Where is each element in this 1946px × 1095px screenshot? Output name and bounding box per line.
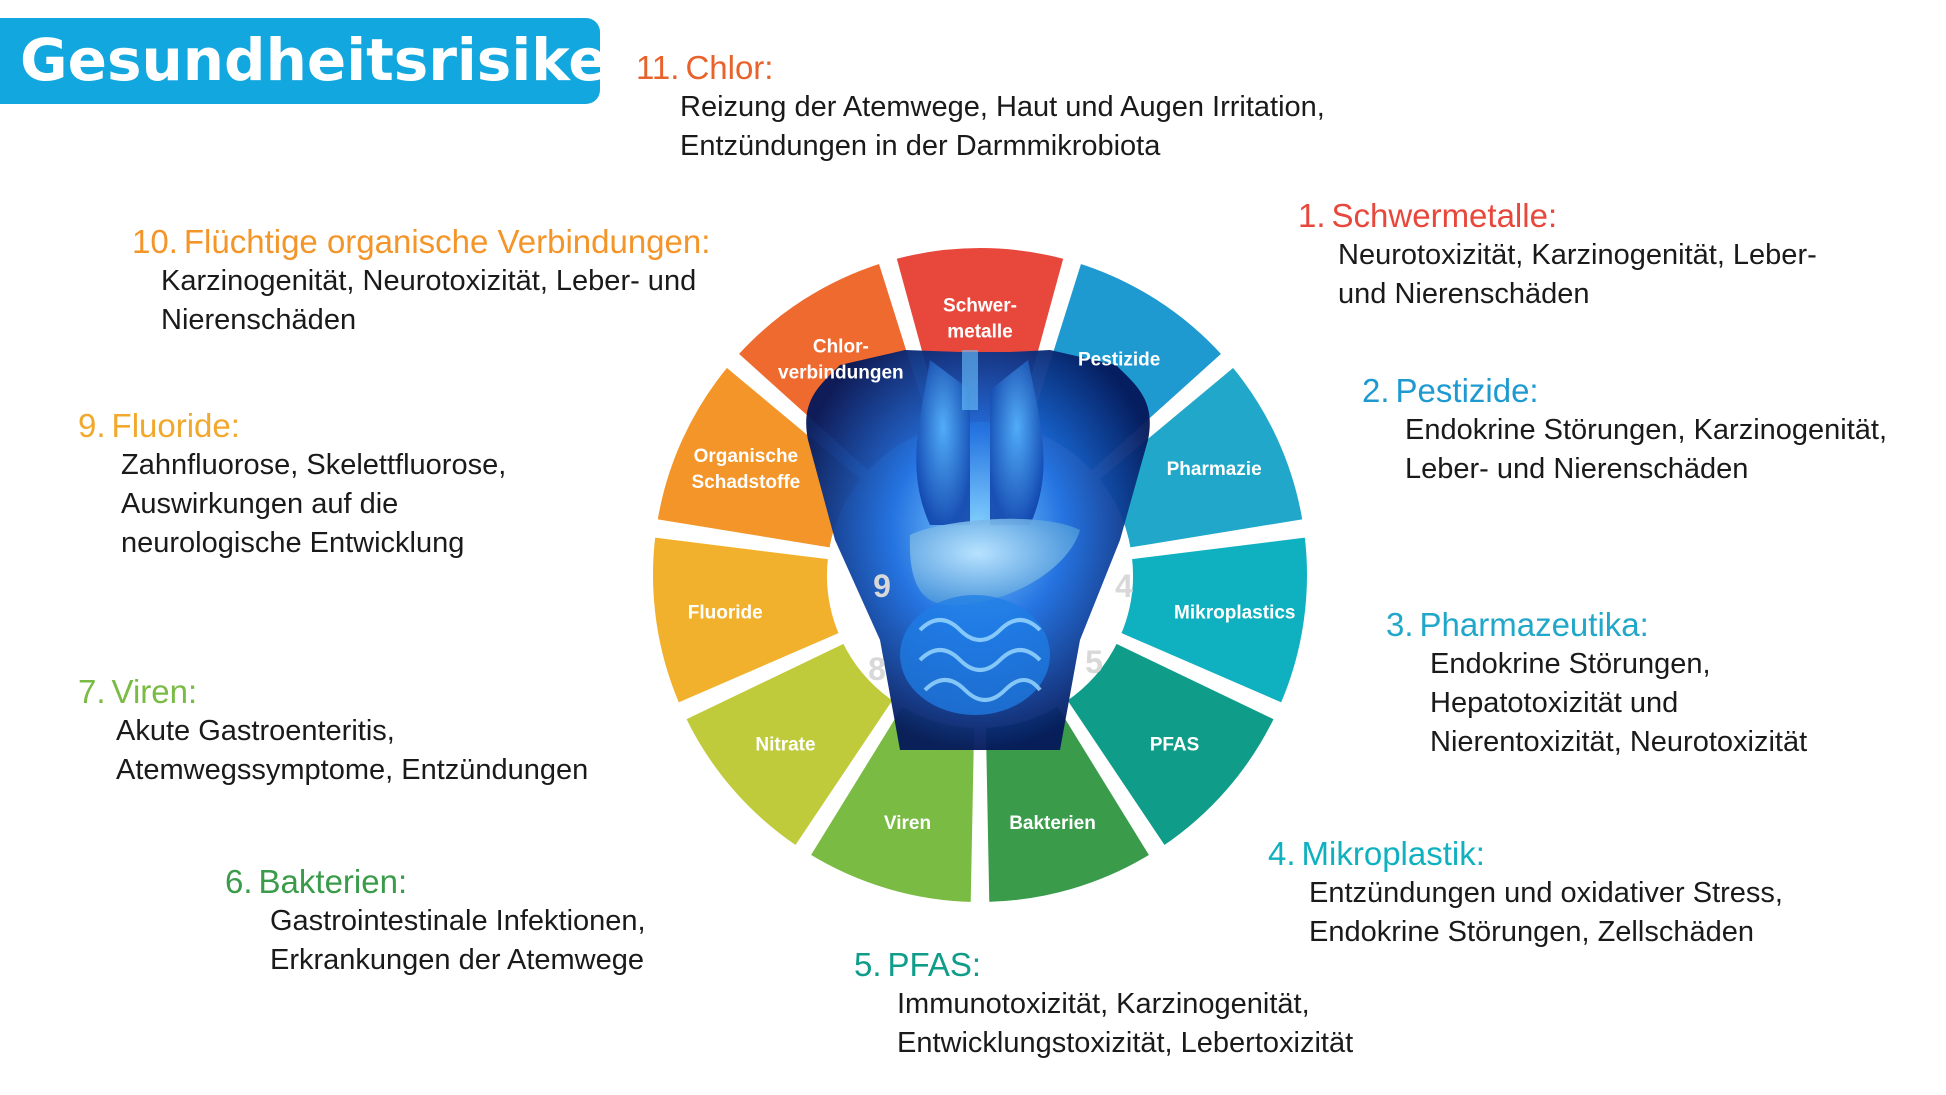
- risk-description-line: Akute Gastroenteritis,: [116, 715, 395, 747]
- risk-heading: 2.Pestizide:: [1362, 371, 1887, 411]
- risk-block: 3.Pharmazeutika:Endokrine Störungen,Hepa…: [1386, 605, 1807, 762]
- risk-name: Mikroplastik:: [1301, 835, 1485, 872]
- inner-number: 4: [1115, 568, 1133, 604]
- risk-description-line: Erkrankungen der Atemwege: [270, 944, 644, 976]
- risk-number: 11.: [636, 49, 680, 86]
- risk-block: 10.Flüchtige organische Verbindungen:Kar…: [132, 222, 710, 340]
- wheel-segment: [678, 635, 901, 854]
- risk-heading: 9.Fluoride:: [78, 406, 506, 446]
- wheel-segment: [1113, 530, 1313, 711]
- risk-number: 4.: [1268, 835, 1296, 872]
- wheel-segment-label: PFAS: [1150, 735, 1200, 756]
- risk-block: 2.Pestizide:Endokrine Störungen, Karzino…: [1362, 371, 1887, 489]
- risk-description-line: Karzinogenität, Neurotoxizität, Leber- u…: [161, 265, 697, 297]
- risk-description-line: neurologische Entwicklung: [121, 527, 465, 559]
- risk-number: 2.: [1362, 372, 1390, 409]
- risk-description-line: Leber- und Nierenschäden: [1405, 453, 1749, 485]
- risk-description-line: Neurotoxizität, Karzinogenität, Leber-: [1338, 239, 1817, 271]
- wheel-segment: [1059, 635, 1282, 854]
- risk-block: 7.Viren:Akute Gastroenteritis,Atemwegssy…: [78, 672, 588, 790]
- risk-heading: 11.Chlor:: [636, 48, 1325, 88]
- risk-description-line: Zahnfluorose, Skelettfluorose,: [121, 449, 507, 481]
- risk-description-line: Endokrine Störungen, Karzinogenität,: [1405, 414, 1888, 446]
- inner-number: 5: [1085, 644, 1103, 680]
- risk-description-line: Immunotoxizität, Karzinogenität,: [897, 988, 1310, 1020]
- inner-number: 8: [868, 651, 886, 687]
- risk-name: Viren:: [111, 673, 198, 710]
- title-banner: Gesundheitsrisiken: [0, 18, 649, 104]
- risk-name: Chlor:: [685, 49, 774, 86]
- wheel-segment-label: Schwer-metalle: [943, 296, 1017, 343]
- torso-illustration: [806, 350, 1150, 750]
- risk-description-line: Endokrine Störungen,: [1430, 648, 1711, 680]
- risk-number: 10.: [132, 223, 178, 260]
- wheel-segment-label: Fluoride: [688, 603, 763, 624]
- risk-name: Bakterien:: [258, 863, 408, 900]
- risk-name: Fluoride:: [111, 407, 240, 444]
- risk-heading: 4.Mikroplastik:: [1268, 834, 1783, 874]
- risk-description-line: Gastrointestinale Infektionen,: [270, 905, 646, 937]
- risk-description-line: Entzündungen in der Darmmikrobiota: [680, 130, 1161, 162]
- risk-heading: 6.Bakterien:: [225, 862, 646, 902]
- risk-block: 1.Schwermetalle:Neurotoxizität, Karzinog…: [1298, 196, 1817, 314]
- risk-heading: 10.Flüchtige organische Verbindungen:: [132, 222, 710, 262]
- risk-name: Pharmazeutika:: [1419, 606, 1649, 643]
- risk-name: PFAS:: [887, 946, 982, 983]
- wheel-segment-label: Viren: [884, 813, 931, 834]
- risk-description-line: Hepatotoxizität und: [1430, 687, 1679, 719]
- risk-block: 4.Mikroplastik:Entzündungen und oxidativ…: [1268, 834, 1783, 952]
- risk-description-line: Atemwegssymptome, Entzündungen: [116, 754, 589, 786]
- wheel-segment-label: Pharmazie: [1167, 459, 1262, 480]
- risk-name: Pestizide:: [1395, 372, 1539, 409]
- risk-description-line: Nierentoxizität, Neurotoxizität: [1430, 726, 1808, 758]
- wheel-segment: [647, 530, 847, 711]
- risk-name: Flüchtige organische Verbindungen:: [183, 223, 711, 260]
- risk-number: 7.: [78, 673, 106, 710]
- risk-number: 9.: [78, 407, 106, 444]
- page-title: Gesundheitsrisiken: [20, 26, 649, 94]
- risk-block: 9.Fluoride:Zahnfluorose, Skelettfluorose…: [78, 406, 506, 563]
- risk-description-line: Auswirkungen auf die: [121, 488, 399, 520]
- risk-heading: 7.Viren:: [78, 672, 588, 712]
- wheel-segment-label: Nitrate: [755, 735, 815, 756]
- risk-name: Schwermetalle:: [1331, 197, 1558, 234]
- risk-description-line: Reizung der Atemwege, Haut und Augen Irr…: [680, 91, 1325, 123]
- risk-number: 1.: [1298, 197, 1326, 234]
- risk-description-line: Entwicklungstoxizität, Lebertoxizität: [897, 1027, 1354, 1059]
- risk-block: 6.Bakterien:Gastrointestinale Infektione…: [225, 862, 646, 980]
- risk-description-line: und Nierenschäden: [1338, 278, 1590, 310]
- wheel-segment-label: Bakterien: [1009, 813, 1096, 834]
- risk-number: 6.: [225, 863, 253, 900]
- inner-number: 9: [873, 568, 891, 604]
- wheel-segment-label: Chlor-verbindungen: [778, 336, 904, 383]
- risk-description-line: Endokrine Störungen, Zellschäden: [1309, 916, 1754, 948]
- risk-description-line: Nierenschäden: [161, 304, 357, 336]
- risk-heading: 3.Pharmazeutika:: [1386, 605, 1807, 645]
- risk-heading: 1.Schwermetalle:: [1298, 196, 1817, 236]
- risk-number: 5.: [854, 946, 882, 983]
- wheel-segment-label: Pestizide: [1078, 349, 1160, 370]
- risk-description-line: Entzündungen und oxidativer Stress,: [1309, 877, 1783, 909]
- risk-block: 11.Chlor:Reizung der Atemwege, Haut und …: [636, 48, 1325, 166]
- risk-heading: 5.PFAS:: [854, 945, 1353, 985]
- wheel-segment-label: Mikroplastics: [1174, 603, 1295, 624]
- risk-block: 5.PFAS:Immunotoxizität, Karzinogenität,E…: [854, 945, 1353, 1063]
- risk-number: 3.: [1386, 606, 1414, 643]
